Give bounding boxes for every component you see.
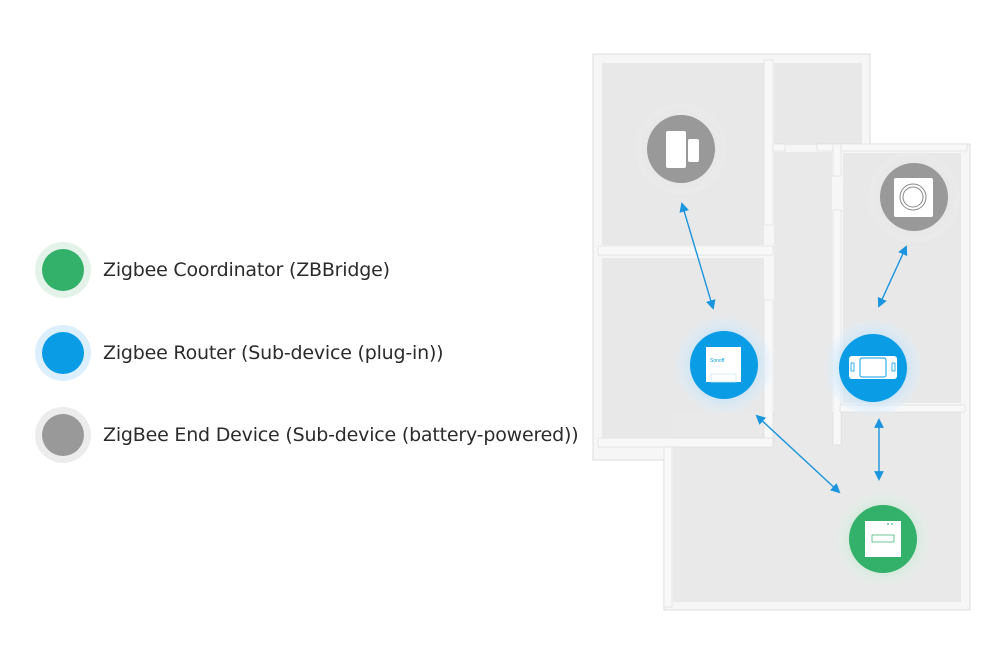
device-zbbridge <box>836 492 930 586</box>
legend-label-end-device: ZigBee End Device (Sub-device (battery-p… <box>103 424 579 446</box>
device-wireless-button <box>868 151 960 243</box>
sonoff-logo: Sonoff <box>710 358 725 364</box>
legend-item-end-device: ZigBee End Device (Sub-device (battery-p… <box>35 407 579 463</box>
legend-label-coordinator: Zigbee Coordinator (ZBBridge) <box>103 259 390 281</box>
link-button-basic-switch <box>877 245 908 308</box>
zbbridge-icon <box>865 521 901 557</box>
device-door-sensor <box>635 103 727 195</box>
wireless-button-icon <box>894 178 933 217</box>
device-basic-switch <box>825 320 921 416</box>
door-sensor-icon <box>666 131 699 168</box>
hallway <box>774 152 832 442</box>
device-mini-switch: Sonoff <box>676 317 772 413</box>
legend-label-router: Zigbee Router (Sub-device (plug-in)) <box>103 342 444 364</box>
router-legend-dot-icon <box>35 325 91 381</box>
coordinator-legend-dot-icon <box>35 242 91 298</box>
zigbee-links <box>679 202 908 494</box>
room-top-middle <box>774 63 862 145</box>
legend-item-router: Zigbee Router (Sub-device (plug-in)) <box>35 325 444 381</box>
link-door-sensor-mini-switch <box>679 202 716 310</box>
link-mini-switch-zbbridge <box>755 414 841 494</box>
mini-switch-icon: Sonoff <box>706 347 741 383</box>
legend-item-coordinator: Zigbee Coordinator (ZBBridge) <box>35 242 390 298</box>
end-device-legend-dot-icon <box>35 407 91 463</box>
basic-switch-icon <box>849 356 897 379</box>
